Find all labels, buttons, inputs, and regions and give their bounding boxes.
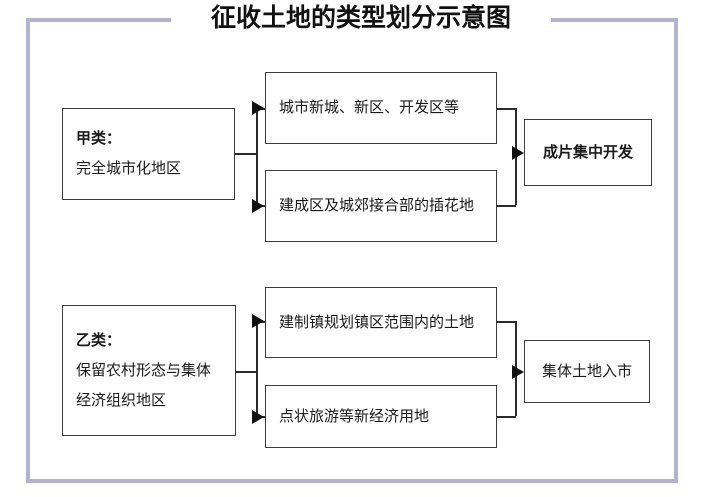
connector-b-merge-down xyxy=(497,416,516,418)
category-yi-label-line1: 乙类： xyxy=(76,332,122,349)
arrow-a-to-outcome xyxy=(512,146,524,160)
item-box-a-1-label: 城市新城、新区、开发区等 xyxy=(279,100,460,116)
category-box-yi[interactable]: 乙类： 保留农村形态与集体 经济组织地区 xyxy=(62,305,236,436)
frame-top-left-rule xyxy=(26,18,171,22)
category-yi-label-line2: 保留农村形态与集体 xyxy=(76,362,212,379)
connector-a-spine xyxy=(256,108,258,205)
connector-a-merge-up xyxy=(497,108,516,110)
item-box-a-2-label: 建成区及城郊接合部的插花地 xyxy=(279,198,475,214)
item-box-b-1[interactable]: 建制镇规划镇区范围内的土地 xyxy=(265,287,497,358)
outcome-box-a-label: 成片集中开发 xyxy=(542,144,633,161)
connector-b-spine xyxy=(256,321,258,416)
connector-a-merge-down xyxy=(497,205,516,207)
arrow-b-to-item-2 xyxy=(252,410,264,424)
item-box-b-2-label: 点状旅游等新经济用地 xyxy=(279,408,430,425)
diagram-title: 征收土地的类型划分示意图 xyxy=(210,5,511,32)
outcome-box-a[interactable]: 成片集中开发 xyxy=(524,119,652,186)
frame-left-border xyxy=(26,18,30,483)
item-box-b-1-label: 建制镇规划镇区范围内的土地 xyxy=(279,314,475,331)
arrow-b-to-outcome xyxy=(512,365,524,379)
outcome-box-b[interactable]: 集体土地入市 xyxy=(524,340,650,403)
connector-a-stem xyxy=(235,153,257,155)
arrow-b-to-item-1 xyxy=(252,314,264,328)
category-jia-label-line1: 甲类： xyxy=(76,131,122,147)
connector-b-merge-up xyxy=(497,321,516,323)
item-box-a-1[interactable]: 城市新城、新区、开发区等 xyxy=(265,72,497,144)
frame-right-border xyxy=(674,18,678,483)
outcome-box-b-label: 集体土地入市 xyxy=(541,363,632,380)
arrow-a-to-item-2 xyxy=(252,199,264,213)
connector-b-stem xyxy=(236,371,257,373)
category-yi-label-line3: 经济组织地区 xyxy=(76,392,167,409)
item-box-a-2[interactable]: 建成区及城郊接合部的插花地 xyxy=(265,170,497,242)
arrow-a-to-item-1 xyxy=(252,101,264,115)
category-box-jia[interactable]: 甲类： 完全城市化地区 xyxy=(62,108,235,200)
category-jia-label-line2: 完全城市化地区 xyxy=(76,161,182,177)
frame-top-right-rule xyxy=(551,18,678,22)
item-box-b-2[interactable]: 点状旅游等新经济用地 xyxy=(265,385,497,448)
frame-bottom-border xyxy=(26,479,678,483)
